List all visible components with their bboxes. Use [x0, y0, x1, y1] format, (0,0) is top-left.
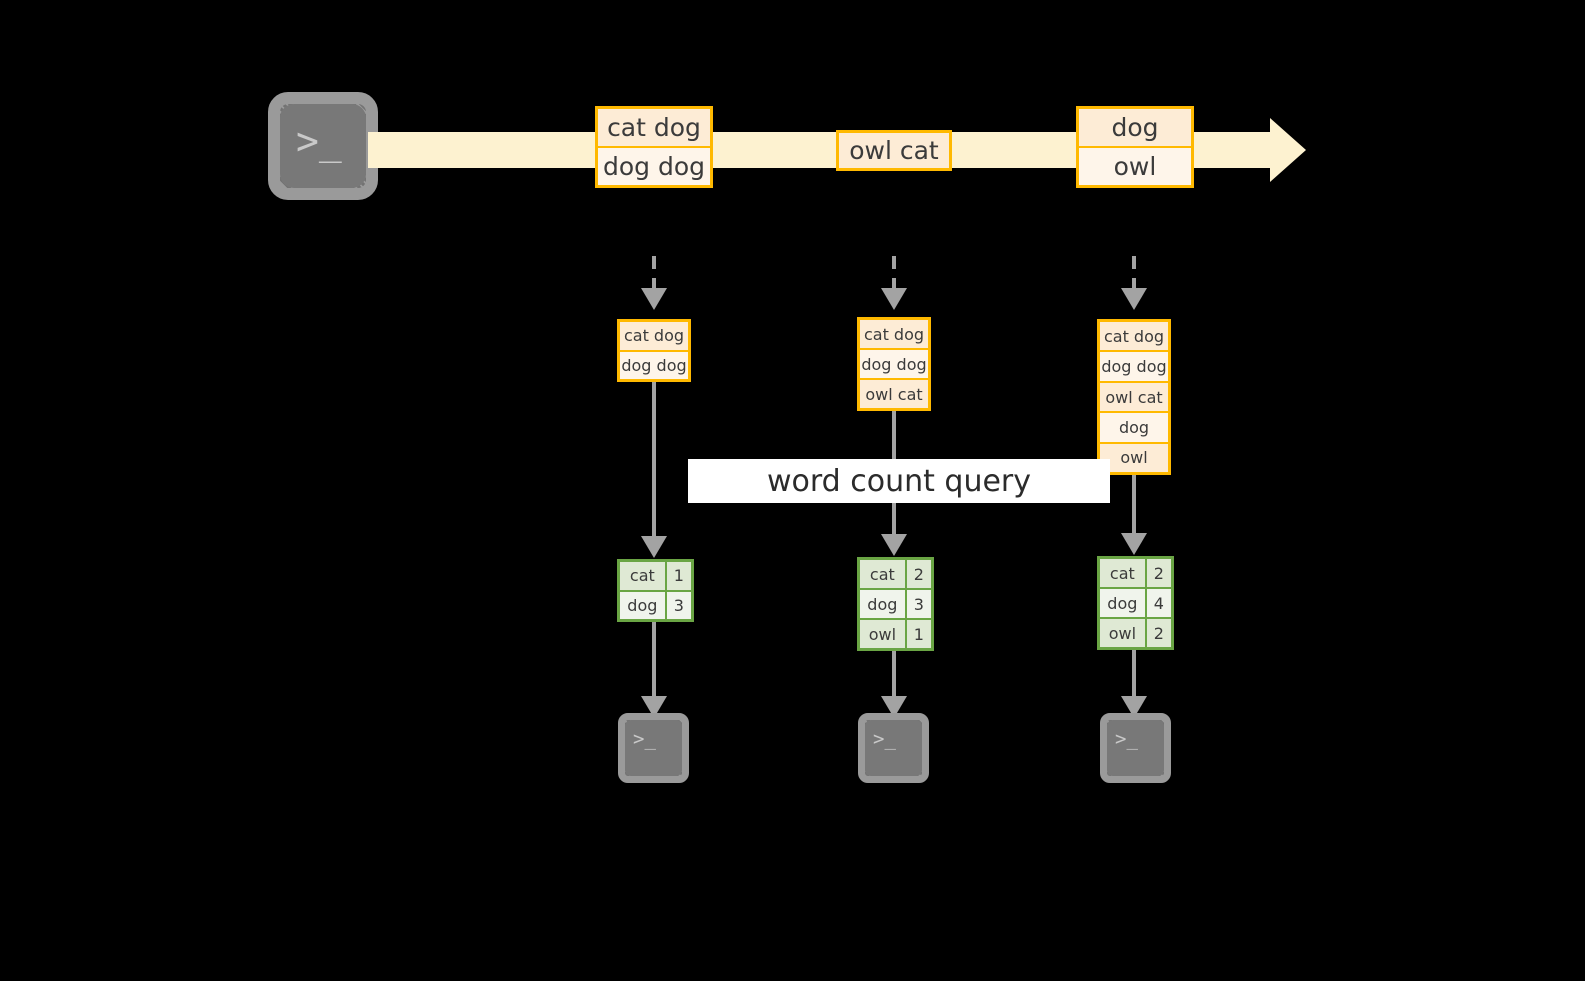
query-label: word count query: [688, 459, 1110, 503]
input-table-batch-3: cat dog dog dog owl cat dog owl: [1097, 319, 1171, 475]
batch-1-query-arrowhead: [641, 536, 667, 558]
stream-event-line: owl: [1079, 148, 1191, 185]
batch-2-sink-line: [892, 651, 896, 703]
result-row: cat 2: [860, 560, 931, 590]
input-table-batch-2: cat dog dog dog owl cat: [857, 317, 931, 411]
batch-1-sink-arrowhead: [641, 696, 667, 718]
result-row: dog 4: [1100, 589, 1171, 619]
terminal-body: [625, 720, 682, 776]
result-word: cat: [620, 562, 667, 590]
input-row: dog dog: [860, 350, 928, 380]
terminal-prompt-glyph: >_: [296, 119, 342, 163]
result-word: dog: [620, 591, 667, 619]
batch-3-sink-arrowhead: [1121, 696, 1147, 718]
input-row: owl cat: [1100, 382, 1168, 414]
sink-terminal-icon-batch-2: >_: [858, 713, 929, 783]
result-count: 2: [1146, 559, 1171, 587]
batch-1-query-line: [652, 382, 656, 542]
stream-event-group-1: cat dog dog dog: [595, 106, 713, 188]
input-row: cat dog: [860, 320, 928, 350]
batch-2-trigger-line: [892, 256, 896, 296]
terminal-prompt-glyph: >_: [633, 728, 656, 750]
input-row: dog dog: [1100, 352, 1168, 383]
input-row: owl: [1100, 443, 1168, 473]
result-word: owl: [1100, 619, 1147, 647]
result-count: 2: [1146, 619, 1171, 647]
batch-2-trigger-arrowhead: [881, 288, 907, 310]
result-word: dog: [860, 590, 907, 618]
result-word: cat: [1100, 559, 1147, 587]
result-table-batch-3: cat 2 dog 4 owl 2: [1097, 556, 1174, 650]
result-word: owl: [860, 620, 907, 648]
result-row: owl 2: [1100, 619, 1171, 647]
input-table-batch-1: cat dog dog dog: [617, 319, 691, 382]
stream-event-line: dog: [1079, 109, 1191, 148]
input-row: owl cat: [860, 380, 928, 408]
result-row: cat 1: [620, 562, 691, 592]
stream-event-line: owl cat: [839, 133, 949, 168]
batch-3-sink-line: [1132, 650, 1136, 703]
result-row: dog 3: [860, 590, 931, 620]
result-row: owl 1: [860, 620, 931, 648]
terminal-body: [1107, 720, 1164, 776]
source-terminal-icon: >_: [268, 92, 378, 200]
batch-3-trigger-line: [1132, 256, 1136, 296]
stream-event-line: cat dog: [598, 109, 710, 148]
batch-1-trigger-arrowhead: [641, 288, 667, 310]
result-count: 2: [906, 560, 931, 588]
stream-event-group-2: owl cat: [836, 130, 952, 171]
batch-3-query-arrowhead: [1121, 533, 1147, 555]
result-count: 4: [1146, 589, 1171, 617]
result-row: cat 2: [1100, 559, 1171, 589]
sink-terminal-icon-batch-3: >_: [1100, 713, 1171, 783]
terminal-prompt-glyph: >_: [873, 728, 896, 750]
result-count: 3: [906, 590, 931, 618]
result-count: 1: [906, 620, 931, 648]
input-row: cat dog: [1100, 322, 1168, 353]
batch-1-sink-line: [652, 622, 656, 702]
terminal-body: [865, 720, 922, 776]
result-table-batch-1: cat 1 dog 3: [617, 559, 694, 622]
result-word: cat: [860, 560, 907, 588]
result-word: dog: [1100, 589, 1147, 617]
terminal-prompt-glyph: >_: [1115, 728, 1138, 750]
input-row: cat dog: [620, 322, 688, 352]
batch-2-sink-arrowhead: [881, 696, 907, 718]
input-row: dog dog: [620, 351, 688, 379]
batch-3-trigger-arrowhead: [1121, 288, 1147, 310]
stream-event-line: dog dog: [598, 148, 710, 185]
result-table-batch-2: cat 2 dog 3 owl 1: [857, 557, 934, 651]
batch-2-query-arrowhead: [881, 534, 907, 556]
terminal-body: [280, 104, 366, 188]
sink-terminal-icon-batch-1: >_: [618, 713, 689, 783]
result-row: dog 3: [620, 591, 691, 619]
result-count: 1: [666, 562, 691, 590]
stream-event-group-3: dog owl: [1076, 106, 1194, 188]
stream-arrow-head: [1270, 118, 1306, 182]
input-row: dog: [1100, 413, 1168, 444]
batch-3-query-line: [1132, 475, 1136, 541]
result-count: 3: [666, 591, 691, 619]
batch-1-trigger-line: [652, 256, 656, 296]
